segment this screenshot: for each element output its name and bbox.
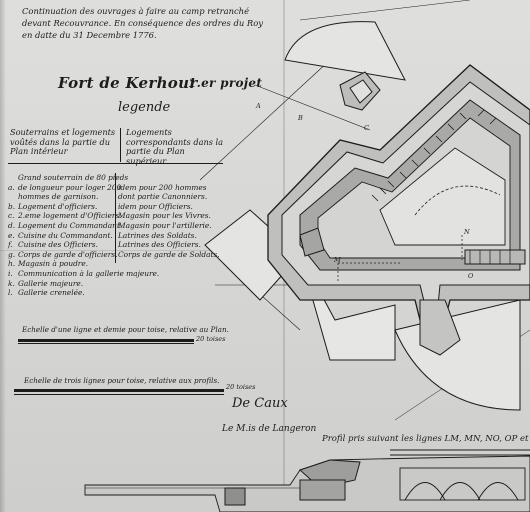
legend-item-key: h. bbox=[8, 259, 16, 269]
legend-item-left: de longueur pour loger 200 bbox=[18, 182, 122, 192]
legend-item-key: i. bbox=[8, 269, 13, 278]
legend-item-left: Cuisine du Commandant. bbox=[18, 230, 113, 240]
scale-profile-label: Echelle de trois lignes pour toise, rela… bbox=[24, 376, 220, 385]
legend-item-left: Communication à la gallerie majeure. bbox=[18, 269, 160, 278]
legend-item-right: idem pour Officiers. bbox=[118, 201, 193, 211]
profile-caption: Profil pris suivant les lignes LM, MN, N… bbox=[322, 434, 530, 444]
header-line-1: Continuation des ouvrages à faire au cam… bbox=[22, 6, 250, 16]
legend-item-left: 2.eme logement d'Officiers. bbox=[18, 211, 122, 221]
plan-label-c: C bbox=[364, 124, 369, 132]
legend-item-key: a. bbox=[8, 182, 15, 192]
legend-item-key: k. bbox=[8, 278, 15, 288]
legend-item-right: Magasin pour les Vivres. bbox=[118, 211, 211, 221]
legend-item-key: l. bbox=[8, 288, 13, 298]
legend-col-left-heading: Souterrains et logements voûtés dans la … bbox=[10, 127, 116, 156]
fort-title: Fort de Kerhour bbox=[58, 74, 198, 92]
legend-item-right: idem pour 200 hommes bbox=[118, 182, 207, 192]
column-divider bbox=[120, 128, 121, 162]
signature-langeron: Le M.is de Langeron bbox=[222, 424, 317, 434]
scale-plan-unit: 20 toises bbox=[196, 335, 226, 343]
legend-item-key: f. bbox=[8, 240, 13, 250]
scale-plan-bar-under bbox=[18, 343, 194, 344]
legend-item-key: g. bbox=[8, 249, 16, 259]
scale-plan-label: Echelle d'une ligne et demie pour toise,… bbox=[22, 325, 229, 334]
scale-profile-bar-under bbox=[14, 394, 224, 395]
header-line-2: devant Recouvrance. En conséquence des o… bbox=[22, 18, 264, 28]
legend-item-right: Corps de garde de Soldats. bbox=[118, 249, 220, 259]
plan-label-b: B bbox=[298, 114, 303, 122]
plan-label-n: N bbox=[464, 228, 470, 236]
legend-item-right: Latrines des Officiers. bbox=[118, 240, 201, 250]
legend-item-left: Gallerie crenelée. bbox=[18, 288, 85, 298]
signature-de-caux: De Caux bbox=[232, 396, 288, 411]
legend-item-left: Corps de garde d'officiers. bbox=[18, 249, 118, 259]
legend-item-right: Latrines des Soldats. bbox=[118, 230, 197, 240]
legend-item-right: Magasin pour l'artillerie. bbox=[118, 221, 212, 230]
legend-column-rule bbox=[115, 173, 116, 263]
legend-item-left: Gallerie majeure. bbox=[18, 278, 84, 288]
scale-profile-bar bbox=[14, 389, 224, 392]
legend-header-rule bbox=[8, 163, 223, 164]
legend-item-left: Magasin à poudre. bbox=[18, 259, 89, 269]
scale-profile-unit: 20 toises bbox=[226, 383, 256, 391]
legend-item-left: Logement du Commandant. bbox=[18, 221, 123, 230]
legend-heading: legende bbox=[118, 100, 171, 115]
legend-item-left: Cuisine des Officiers. bbox=[18, 240, 98, 250]
legend-item-left: Logement d'officiers. bbox=[18, 201, 98, 211]
header-line-3: en datte du 31 Decembre 1776. bbox=[22, 30, 157, 40]
legend-item-left: hommes de garnison. bbox=[18, 192, 99, 202]
scale-plan-bar bbox=[18, 339, 194, 342]
plan-label-o: O bbox=[468, 272, 474, 280]
plan-label-m: M bbox=[334, 256, 341, 264]
legend-item-key: d. bbox=[8, 221, 16, 230]
legend-item-right: dont partie Canonniers. bbox=[118, 192, 208, 202]
plan-label-a: A bbox=[256, 102, 261, 110]
legend-item-key: b. bbox=[8, 201, 16, 211]
legend-item-key: c. bbox=[8, 211, 15, 221]
legend-item-key: e. bbox=[8, 230, 15, 240]
legend-col-right-heading: Logements correspondants dans la partie … bbox=[126, 127, 224, 166]
project-label: 1.er projet bbox=[188, 76, 263, 90]
legend-item-left: Grand souterrain de 80 pieds bbox=[18, 173, 129, 182]
